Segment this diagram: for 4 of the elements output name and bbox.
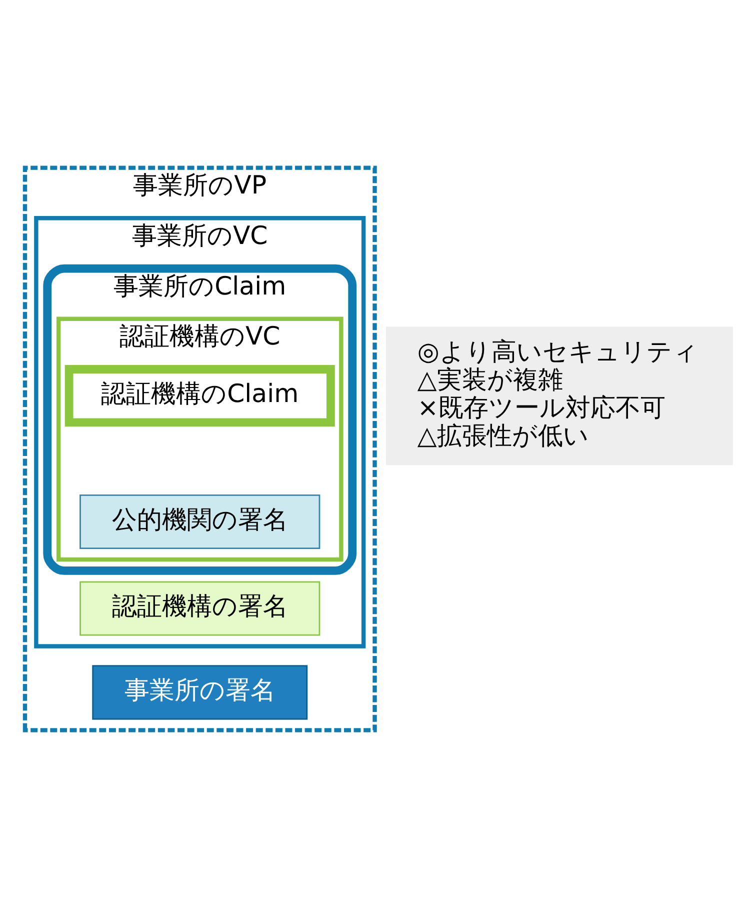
node-box: 公的機関の署名 <box>80 494 320 549</box>
node-box: 事業所の署名 <box>92 664 308 720</box>
node-box: 認証機構のClaim <box>64 364 335 426</box>
node-box: 認証機構の署名 <box>80 580 320 636</box>
